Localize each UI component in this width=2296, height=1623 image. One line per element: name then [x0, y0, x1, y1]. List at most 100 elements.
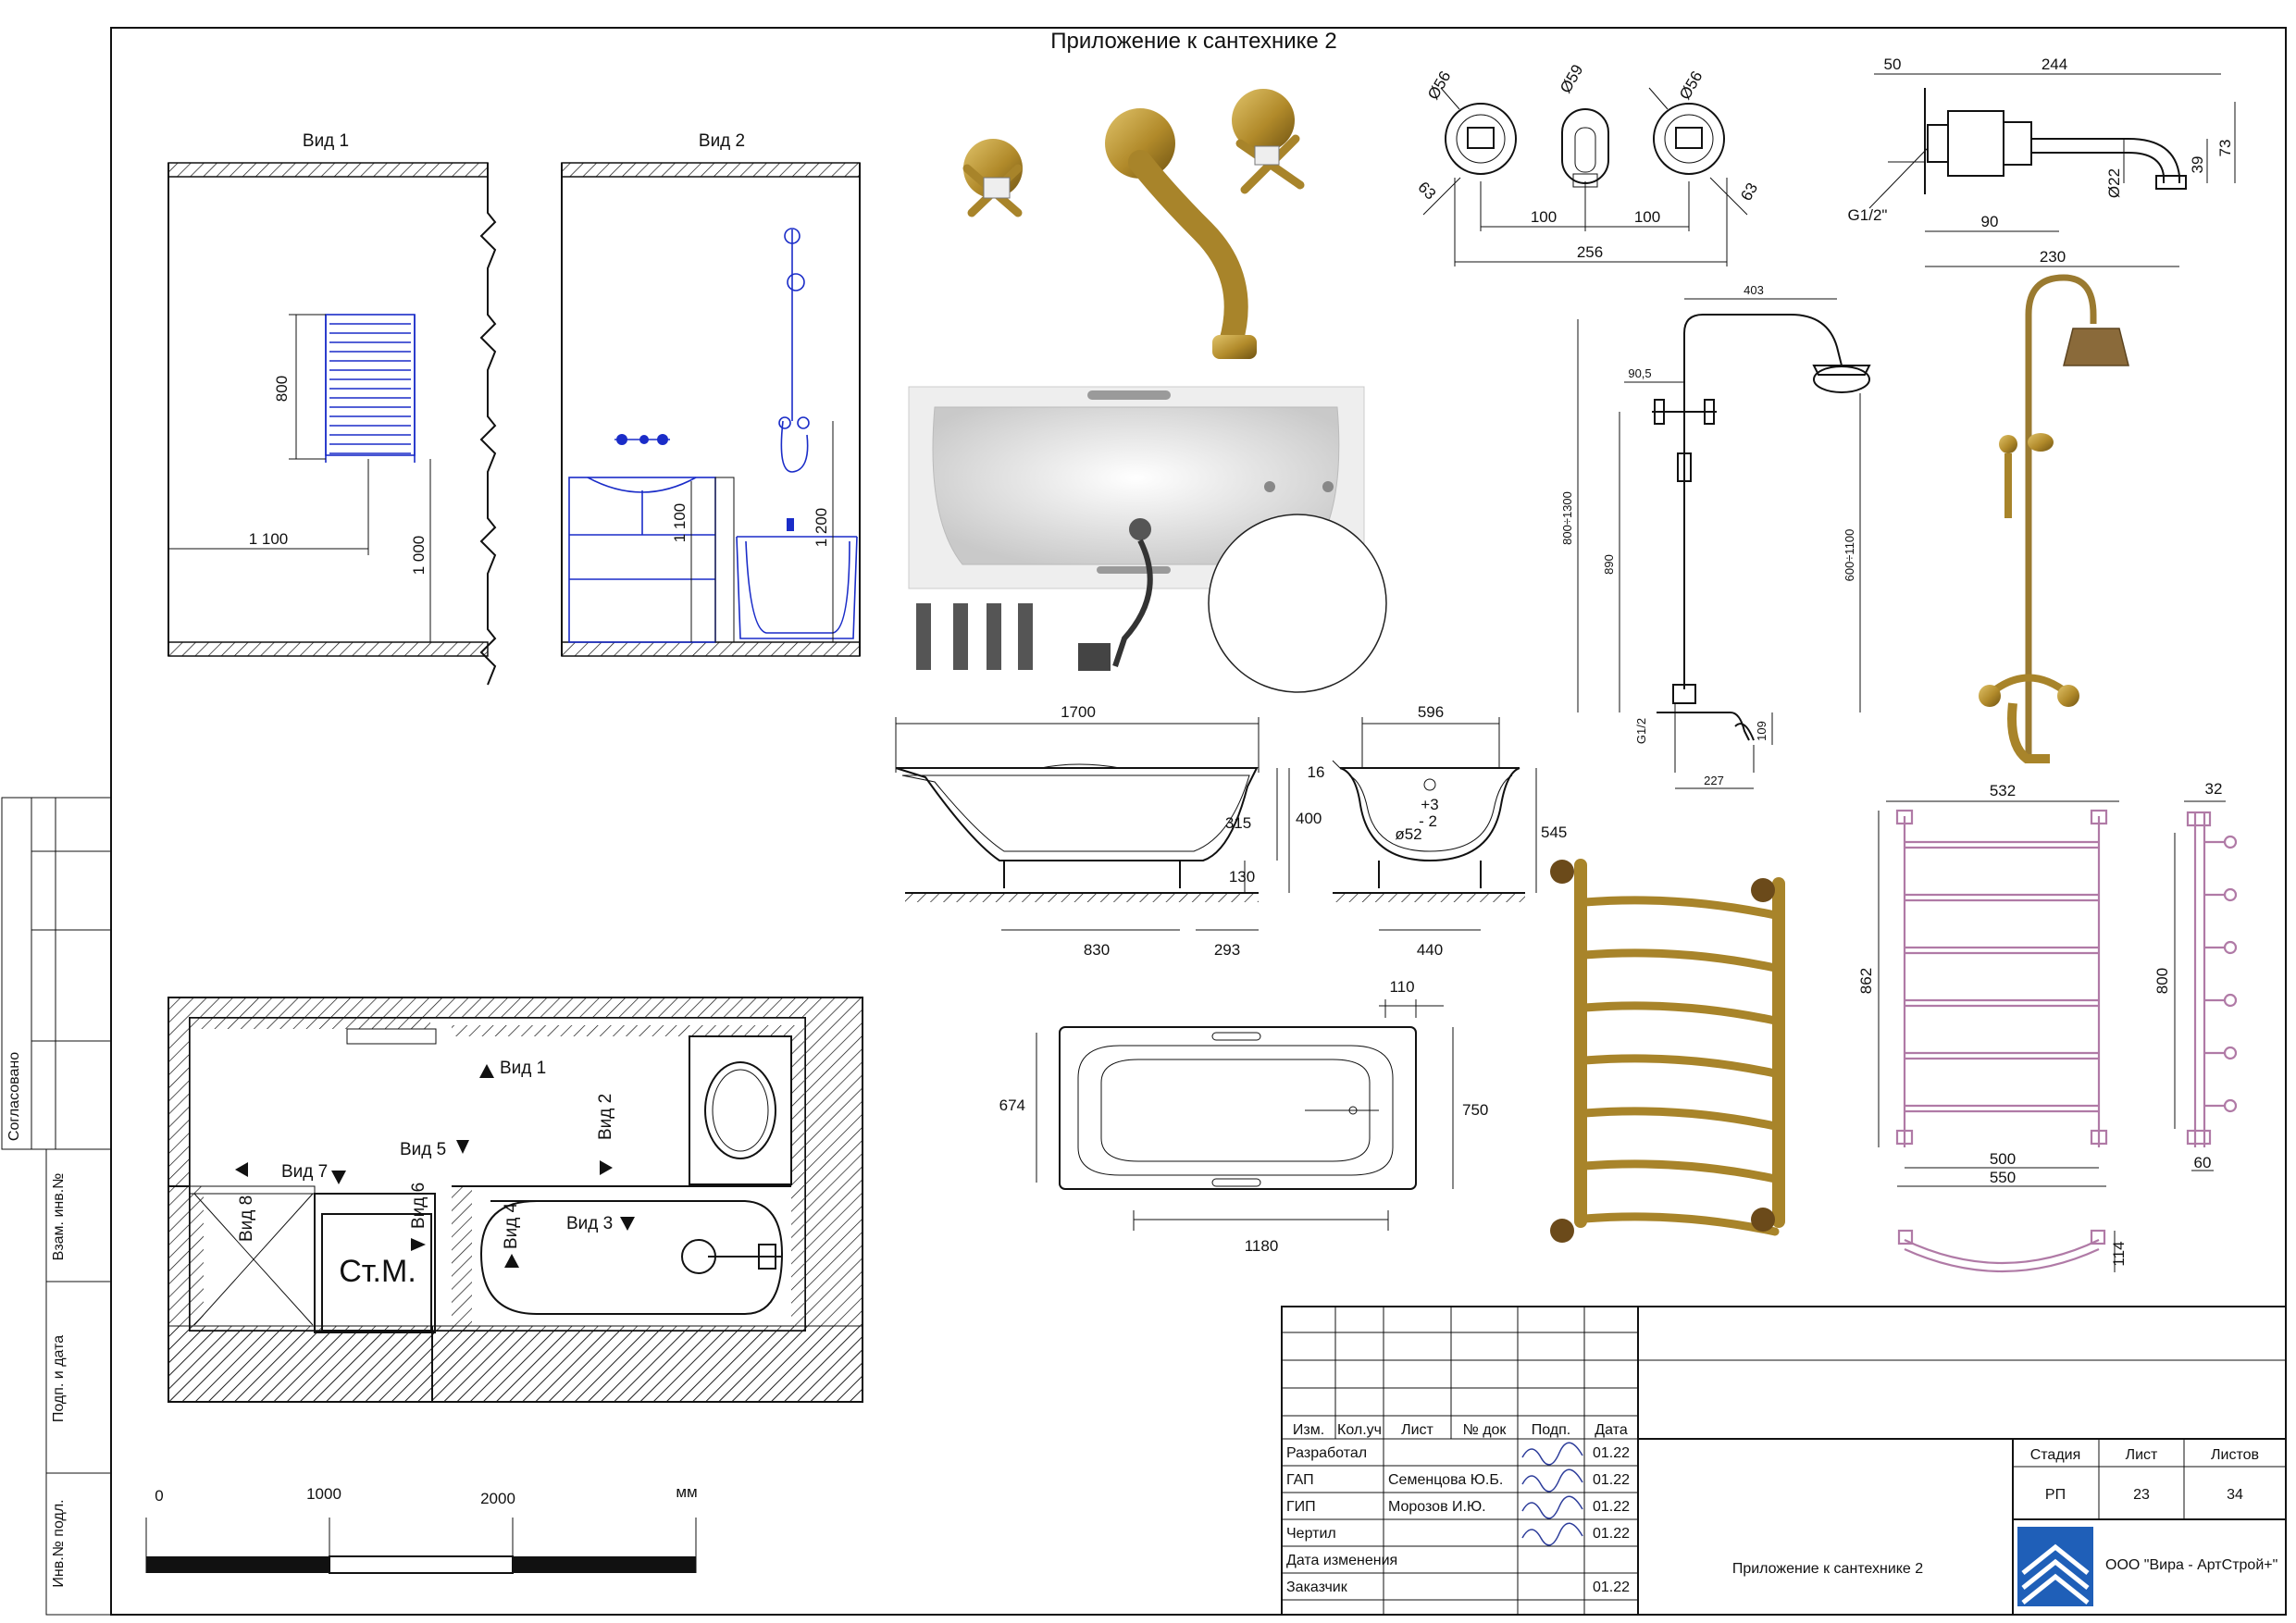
bd-w750: 750 [1462, 1101, 1488, 1119]
towel-photo-rung [1580, 1001, 1780, 1025]
view-2: Вид 2 [561, 131, 861, 657]
towel-side-rung [2223, 993, 2238, 1008]
tb-sheet: 23 [2133, 1487, 2150, 1503]
tb-date: 01.22 [1593, 1526, 1630, 1542]
stamp-sign-date: Подп. и дата [51, 1335, 67, 1422]
scale-2000: 2000 [480, 1490, 515, 1507]
shower-drawing: 403 90,5 800÷1300 890 600÷1100 G1/2 109 … [1560, 283, 1871, 789]
tb-hdr-cell: Подп. [1532, 1422, 1571, 1438]
tb-doc-title: Приложение к сантехнике 2 [1732, 1561, 1923, 1577]
plan-stm: Ст.М. [339, 1254, 416, 1289]
tb-date: 01.22 [1593, 1499, 1630, 1515]
td-w532: 532 [1990, 782, 2016, 799]
td-d60: 60 [2194, 1154, 2212, 1171]
tb-stage: РП [2045, 1487, 2066, 1503]
towel-side-bracket [2186, 811, 2212, 827]
towel-side-rung [2223, 940, 2238, 955]
towel-photo-rung [1580, 896, 1780, 920]
towel-side-rung [2223, 835, 2238, 849]
towel-photo-rung [1580, 948, 1780, 973]
towel-side-bracket [2186, 1129, 2212, 1146]
v1-dim-height: 800 [273, 376, 291, 402]
v2-dim-sink: 1 100 [671, 503, 689, 543]
tb-date: 01.22 [1593, 1472, 1630, 1488]
scale-units: мм [676, 1483, 697, 1501]
bd-h545: 545 [1541, 824, 1567, 841]
fd-r63b: 63 [1737, 180, 1761, 204]
td-h862: 862 [1857, 968, 1875, 994]
plan-view4: Вид 4 [502, 1202, 521, 1249]
tb-role: ГАП [1286, 1472, 1314, 1488]
plan-view7: Вид 7 [281, 1162, 328, 1182]
view-1-towel-rail [325, 314, 416, 463]
bd-w674: 674 [999, 1096, 1025, 1114]
sd-h890: 890 [1602, 554, 1616, 575]
view-1-title: Вид 1 [303, 131, 349, 151]
view-2-vanity [568, 434, 735, 643]
bd-len: 1700 [1061, 703, 1096, 721]
faucet-photo [962, 89, 1305, 359]
tb-sheet-hdr: Лист [2126, 1447, 2158, 1463]
towel-side-rung [2223, 887, 2238, 902]
tb-hdr-cell: Изм. [1293, 1422, 1324, 1438]
bd-h16: 16 [1308, 763, 1325, 781]
tb-signature [1521, 1468, 1583, 1493]
bd-l1180: 1180 [1245, 1237, 1279, 1255]
v1-dim-floor: 1 000 [410, 536, 428, 576]
fd-b90: 90 [1981, 213, 1999, 230]
bd-l830: 830 [1084, 941, 1110, 959]
sd-h800: 800÷1300 [1560, 491, 1574, 545]
scale-0: 0 [155, 1487, 163, 1505]
towel-side-rung [2223, 1046, 2238, 1060]
tb-date: 01.22 [1593, 1445, 1630, 1461]
fd-b230: 230 [2040, 248, 2066, 266]
sd-d90: 90,5 [1628, 366, 1651, 380]
plan-view1: Вид 1 [500, 1059, 546, 1078]
fd-d59: Ø59 [1557, 62, 1587, 96]
tb-sheets-hdr: Листов [2211, 1447, 2259, 1463]
stamp-inv-orig: Инв.№ подл. [51, 1499, 67, 1587]
fd-top244: 244 [2042, 56, 2067, 73]
tb-role: Заказчик [1286, 1580, 1348, 1595]
company-logo [2017, 1527, 2093, 1606]
plan-view8: Вид 8 [237, 1196, 256, 1242]
td-w550: 550 [1990, 1169, 2016, 1186]
td-w500: 500 [1990, 1150, 2016, 1168]
fd-thread: G1/2" [1848, 206, 1888, 224]
fd-s100b: 100 [1634, 208, 1660, 226]
towel-photo-rung [1580, 1159, 1780, 1183]
fd-s100a: 100 [1531, 208, 1557, 226]
tb-name: Морозов И.Ю. [1388, 1499, 1486, 1515]
bd-h130: 130 [1229, 868, 1255, 886]
sheet-title: Приложение к сантехнике 2 [1050, 29, 1337, 54]
td-h800: 800 [2153, 968, 2171, 994]
scale-1000: 1000 [306, 1485, 341, 1503]
tb-signature [1521, 1442, 1583, 1466]
tb-date: 01.22 [1593, 1580, 1630, 1595]
bd-l293: 293 [1214, 941, 1240, 959]
tb-hdr-cell: № док [1463, 1422, 1508, 1438]
fd-h39: 39 [2189, 156, 2206, 174]
fd-top50: 50 [1884, 56, 1902, 73]
v2-dim-bath: 1 200 [813, 508, 830, 548]
tb-hdr-cell: Дата [1595, 1422, 1628, 1438]
bd-top110: 110 [1389, 978, 1414, 996]
shower-photo [1979, 274, 2129, 763]
v1-dim-offset: 1 100 [249, 530, 289, 548]
bd-tol-plus: +3 [1421, 796, 1438, 813]
towel-rail-photo [1550, 859, 1785, 1243]
fd-h73: 73 [2216, 140, 2234, 157]
scale-bar: 0 1000 2000 мм [145, 1483, 698, 1574]
bd-l440: 440 [1417, 941, 1443, 959]
sd-h600: 600÷1100 [1843, 529, 1856, 582]
sd-g12: G1/2 [1634, 718, 1648, 744]
tb-hdr-cell: Лист [1401, 1422, 1433, 1438]
bath-photo [908, 386, 1387, 693]
sd-w227: 227 [1704, 774, 1724, 787]
stamp-agreed: Согласовано [6, 1052, 22, 1141]
fd-d56b: Ø56 [1676, 68, 1706, 103]
tb-signature [1521, 1495, 1583, 1519]
towel-photo-rung [1580, 1107, 1780, 1131]
